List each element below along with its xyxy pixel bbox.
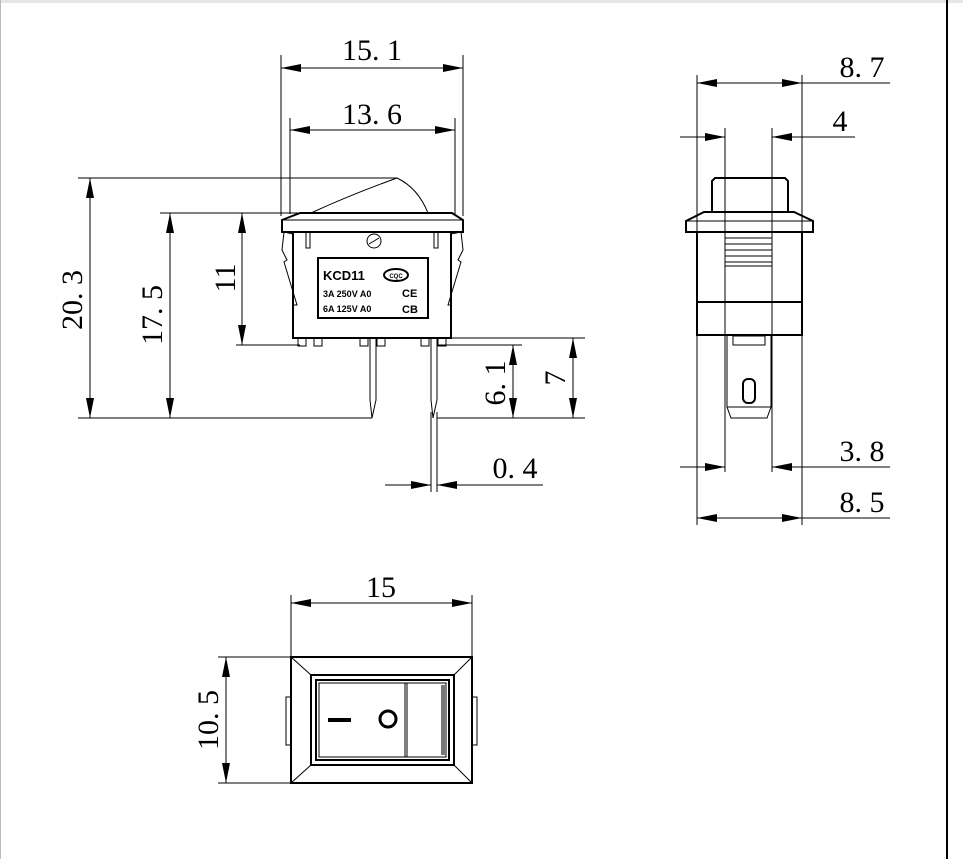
side-flange <box>685 211 814 233</box>
dim-13-6: 13. 6 <box>290 98 455 134</box>
dim-label-0-4: 0. 4 <box>493 452 538 485</box>
bezel-inner <box>310 674 455 766</box>
label-ce-mark: CE <box>402 288 417 300</box>
dim-label-20-3: 20. 3 <box>56 270 89 330</box>
dim-7: 7 <box>539 338 577 418</box>
dim-15-1: 15. 1 <box>281 34 463 72</box>
dim-0-4: 0. 4 <box>385 452 543 489</box>
label-rating-1: 3A 250V A0 <box>323 289 371 299</box>
housing <box>292 231 452 339</box>
dim-20-3: 20. 3 <box>56 178 94 418</box>
dim-label-17-5: 17. 5 <box>136 285 169 345</box>
rivet <box>366 233 382 249</box>
dim-11: 11 <box>209 213 246 345</box>
dim-label-6-1: 6. 1 <box>479 361 512 406</box>
front-view: 15. 1 13. 6 20. 3 17. 5 11 6. 1 7 <box>56 34 585 492</box>
product-label: KCD11 CQC 3A 250V A0 CE 6A 125V A0 CB <box>317 257 429 319</box>
terminal-right <box>430 338 438 419</box>
dim-label-7: 7 <box>539 371 572 386</box>
side-tab-left <box>285 696 292 746</box>
side-tab-right <box>471 696 478 746</box>
dim-3-8: 3. 8 <box>680 435 890 471</box>
rocker-cap <box>711 177 789 212</box>
side-band <box>696 301 803 336</box>
label-cb-mark: CB <box>402 304 418 316</box>
dim-label-3-8: 3. 8 <box>840 435 885 468</box>
rocker <box>310 177 429 214</box>
dim-label-10-5: 10. 5 <box>192 690 225 750</box>
dim-8-7: 8. 7 <box>697 51 890 87</box>
right-clip <box>447 231 464 306</box>
label-model: KCD11 <box>323 268 365 283</box>
label-rating-2: 6A 125V A0 <box>323 304 371 314</box>
dim-label-8-7: 8. 7 <box>840 51 885 84</box>
side-housing <box>696 231 803 303</box>
dim-8-5: 8. 5 <box>697 486 890 522</box>
dim-label-4: 4 <box>833 105 848 138</box>
off-symbol-icon <box>378 709 398 729</box>
dim-label-8-5: 8. 5 <box>840 486 885 519</box>
terminal-slot <box>742 378 756 404</box>
ribs <box>725 237 772 267</box>
left-clip <box>281 231 298 306</box>
dim-label-15: 15 <box>366 571 396 604</box>
terminal-left <box>369 338 377 419</box>
label-cert-mark: CQC <box>389 274 403 280</box>
side-terminal <box>726 335 772 419</box>
cqc-mark <box>383 268 409 282</box>
flange <box>281 212 464 233</box>
dim-4: 4 <box>680 105 855 141</box>
dim-label-15-1: 15. 1 <box>342 34 402 67</box>
dim-label-13-6: 13. 6 <box>342 98 402 131</box>
dim-10-5: 10. 5 <box>192 657 230 783</box>
dim-label-11: 11 <box>209 264 242 293</box>
dim-17-5: 17. 5 <box>136 213 174 418</box>
dim-6-1: 6. 1 <box>479 345 517 418</box>
top-band <box>0 0 963 3</box>
top-view: 15 10. 5 I O <box>192 571 478 784</box>
dim-15: 15 <box>291 571 472 607</box>
side-view: 8. 7 4 3. 8 8. 5 <box>680 51 890 525</box>
rocker-face <box>315 679 450 761</box>
